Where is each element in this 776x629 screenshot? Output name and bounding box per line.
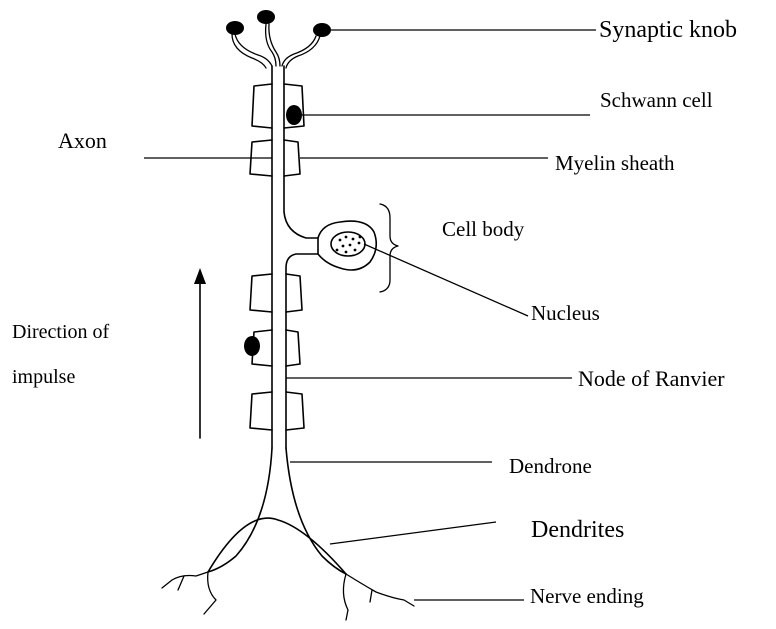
label-dendrone: Dendrone xyxy=(509,456,592,477)
axon-right-wall-upper xyxy=(284,66,318,238)
label-dendrites: Dendrites xyxy=(531,518,624,542)
dendrone-right-flare xyxy=(286,448,346,574)
direction-arrowhead xyxy=(194,268,206,284)
synaptic-knob-middle xyxy=(257,10,275,24)
nerve-ending-left xyxy=(162,572,208,588)
dendrone-left-flare xyxy=(208,448,272,572)
nerve-ending-right-branch xyxy=(343,574,348,620)
axon-right-wall-lower xyxy=(286,254,318,448)
label-direction-line1: Direction of xyxy=(12,322,109,342)
myelin-segment-3-left xyxy=(250,274,272,312)
nucleus-dots xyxy=(336,236,362,254)
label-nucleus: Nucleus xyxy=(531,303,600,324)
label-synaptic-knob: Synaptic knob xyxy=(599,18,737,42)
leader-dendrites xyxy=(330,522,496,544)
myelin-segment-1-left xyxy=(252,84,272,128)
label-nerve-ending: Nerve ending xyxy=(530,586,644,607)
nerve-ending-right-twig xyxy=(370,590,372,602)
synaptic-knob-left xyxy=(226,21,244,35)
label-myelin-sheath: Myelin sheath xyxy=(555,153,675,174)
schwann-cell-nucleus xyxy=(286,105,302,125)
myelin-segment-5-left xyxy=(250,392,272,430)
label-axon: Axon xyxy=(58,130,107,152)
myelin-segment-2-right xyxy=(284,140,300,176)
label-direction-line2: impulse xyxy=(12,367,75,387)
nerve-ending-left-branch xyxy=(204,572,216,614)
label-cell-body: Cell body xyxy=(442,219,524,240)
leader-nucleus xyxy=(364,244,528,316)
cell-body-brace xyxy=(380,204,398,292)
myelin-segment-5-right xyxy=(286,392,304,430)
label-node-of-ranvier: Node of Ranvier xyxy=(578,368,725,390)
nerve-ending-left-twig xyxy=(178,576,184,590)
label-schwann-cell: Schwann cell xyxy=(600,90,713,111)
nerve-ending-right xyxy=(346,574,414,606)
dendrite-arch xyxy=(208,518,346,574)
terminal-branch-right xyxy=(286,36,320,68)
terminal-branch-middle-inner xyxy=(269,24,280,66)
terminal-branch-right-inner xyxy=(282,36,316,66)
myelin-segment-4-right xyxy=(286,330,300,366)
myelin-segment-3-right xyxy=(286,274,302,312)
schwann-cell-nucleus-lower xyxy=(244,336,260,356)
